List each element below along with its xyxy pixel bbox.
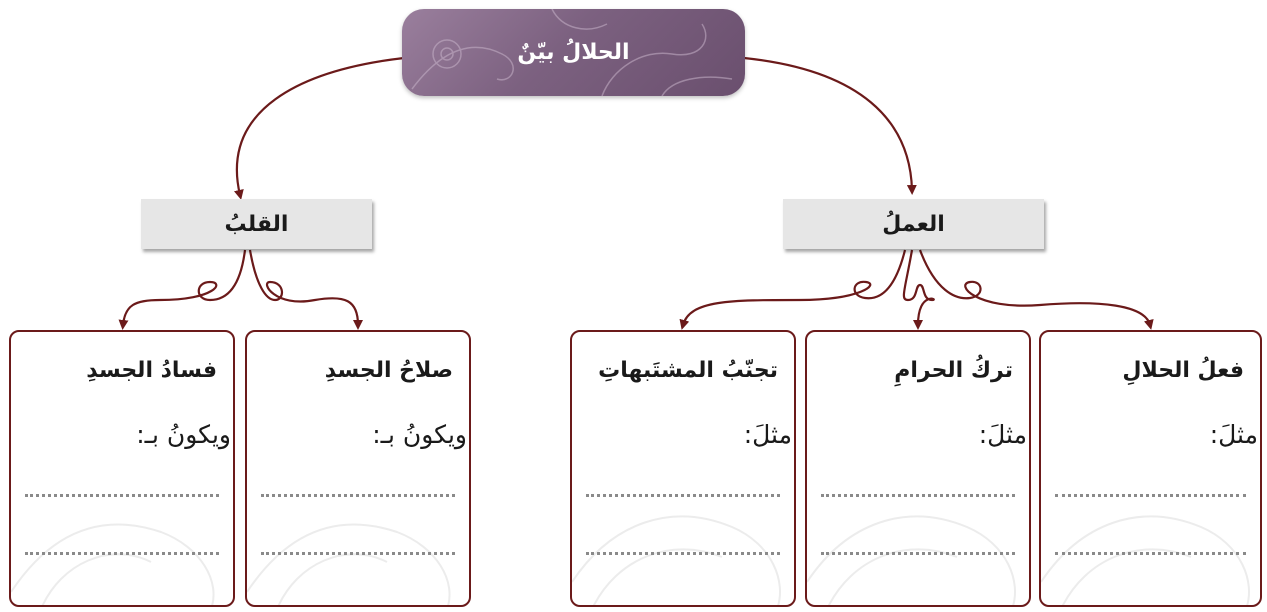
card-leave-forbidden: تركُ الحرامِ مثلَ: bbox=[805, 330, 1031, 607]
card-body-soundness: صلاحُ الجسدِ ويكونُ بـ: bbox=[245, 330, 471, 607]
card-background-decoration bbox=[11, 523, 215, 605]
card-prompt: مثلَ: bbox=[978, 420, 1027, 449]
root-node: الحلالُ بيّنٌ bbox=[402, 9, 745, 96]
connector-work-right-card bbox=[918, 249, 1154, 330]
branch-heart: القلبُ bbox=[141, 199, 372, 249]
answer-line[interactable] bbox=[261, 552, 455, 555]
root-title: الحلالُ بيّنٌ bbox=[517, 40, 630, 65]
answer-line[interactable] bbox=[261, 494, 455, 497]
card-prompt: ويكونُ بـ: bbox=[372, 420, 467, 449]
card-background-decoration bbox=[807, 515, 1016, 605]
answer-line[interactable] bbox=[586, 494, 780, 497]
connector-work-mid-card bbox=[902, 249, 935, 330]
card-prompt: ويكونُ بـ: bbox=[136, 420, 231, 449]
card-title: فسادُ الجسدِ bbox=[86, 358, 217, 383]
branch-work: العملُ bbox=[783, 199, 1044, 249]
answer-line[interactable] bbox=[25, 494, 219, 497]
answer-line[interactable] bbox=[821, 552, 1015, 555]
connector-work-left-card bbox=[679, 249, 907, 330]
card-title: صلاحُ الجسدِ bbox=[324, 358, 453, 383]
card-background-decoration bbox=[572, 515, 781, 605]
card-title: تركُ الحرامِ bbox=[894, 358, 1013, 383]
card-do-lawful: فعلُ الحلالِ مثلَ: bbox=[1039, 330, 1262, 607]
answer-line[interactable] bbox=[821, 494, 1015, 497]
card-prompt: مثلَ: bbox=[743, 420, 792, 449]
card-background-decoration bbox=[247, 523, 451, 605]
card-title: تجنّبُ المشتَبهاتِ bbox=[598, 358, 778, 383]
answer-line[interactable] bbox=[1055, 494, 1246, 497]
branch-work-label: العملُ bbox=[882, 211, 945, 237]
answer-line[interactable] bbox=[25, 552, 219, 555]
answer-line[interactable] bbox=[586, 552, 780, 555]
card-title: فعلُ الحلالِ bbox=[1122, 358, 1244, 383]
floral-decoration bbox=[411, 9, 733, 96]
connector-heart-left-card bbox=[118, 249, 247, 330]
card-body-corruption: فسادُ الجسدِ ويكونُ بـ: bbox=[9, 330, 235, 607]
card-background-decoration bbox=[1041, 515, 1250, 605]
connector-root-work bbox=[743, 56, 917, 195]
connector-root-heart bbox=[233, 56, 405, 200]
branch-heart-label: القلبُ bbox=[224, 211, 289, 237]
connector-heart-right-card bbox=[248, 249, 363, 330]
card-prompt: مثلَ: bbox=[1209, 420, 1258, 449]
card-avoid-doubtful: تجنّبُ المشتَبهاتِ مثلَ: bbox=[570, 330, 796, 607]
answer-line[interactable] bbox=[1055, 552, 1246, 555]
